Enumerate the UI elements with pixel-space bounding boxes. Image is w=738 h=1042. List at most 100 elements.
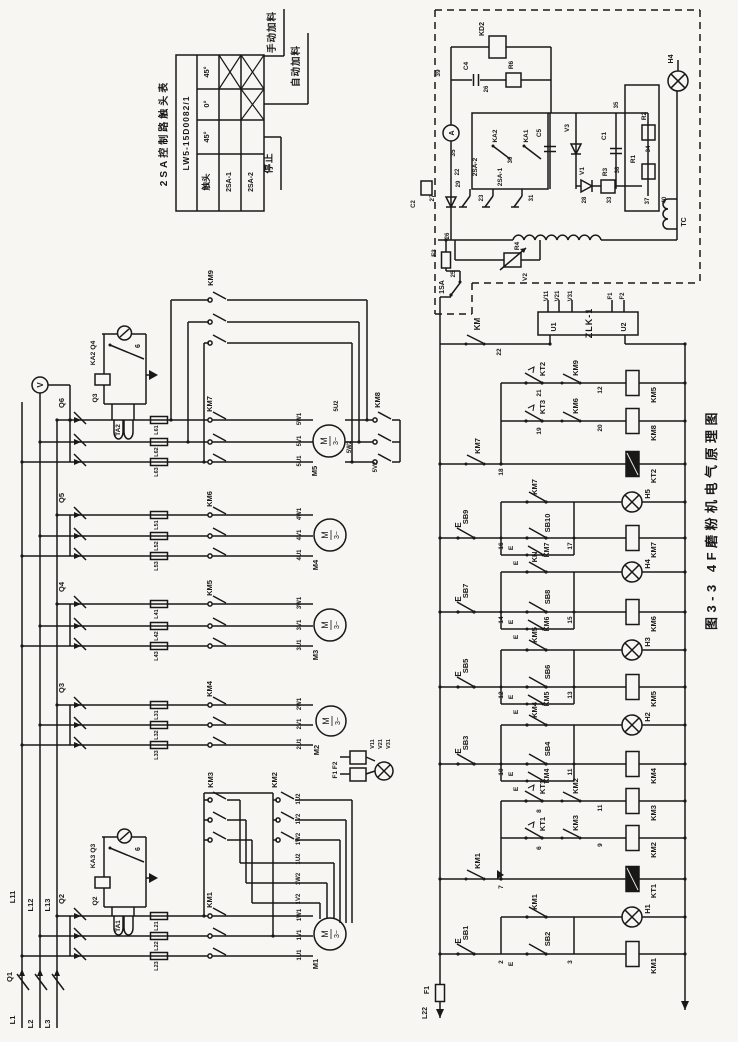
svg-text:3~: 3~: [334, 531, 341, 539]
svg-text:M4: M4: [311, 559, 320, 570]
svg-text:2SA控制路触头表: 2SA控制路触头表: [157, 80, 170, 186]
svg-text:L3: L3: [43, 1020, 52, 1029]
svg-text:停止: 停止: [263, 152, 275, 173]
svg-text:触头: 触头: [201, 173, 211, 192]
svg-text:KM5: KM5: [649, 387, 658, 403]
svg-text:H4: H4: [668, 54, 675, 63]
svg-text:L62: L62: [154, 447, 160, 456]
svg-text:L63: L63: [154, 467, 160, 476]
svg-text:M: M: [320, 930, 330, 938]
svg-text:2SA-1: 2SA-1: [497, 167, 504, 186]
svg-text:SB2: SB2: [543, 932, 552, 947]
svg-text:5U1: 5U1: [297, 455, 303, 467]
svg-text:L32: L32: [154, 730, 160, 739]
svg-text:1W1: 1W1: [297, 908, 303, 921]
svg-text:L43: L43: [154, 651, 160, 660]
svg-text:Q6: Q6: [57, 398, 66, 408]
svg-text:4V1: 4V1: [297, 529, 303, 540]
svg-text:30: 30: [508, 156, 514, 163]
svg-text:27: 27: [429, 194, 436, 202]
svg-text:SB6: SB6: [543, 665, 552, 680]
svg-text:37: 37: [645, 197, 651, 204]
svg-text:V2: V2: [522, 273, 529, 281]
svg-text:R3: R3: [602, 167, 609, 176]
svg-text:V21: V21: [378, 739, 384, 749]
svg-text:45°: 45°: [202, 66, 211, 77]
svg-text:3: 3: [567, 960, 574, 964]
svg-text:29: 29: [456, 180, 462, 187]
svg-text:C4: C4: [463, 61, 470, 70]
svg-text:L12: L12: [26, 899, 35, 912]
svg-text:V11: V11: [370, 739, 376, 748]
svg-text:KM6: KM6: [649, 616, 658, 632]
svg-text:1V1: 1V1: [297, 929, 303, 940]
svg-text:V31: V31: [386, 739, 392, 749]
svg-text:L42: L42: [154, 631, 160, 640]
svg-text:KM7: KM7: [473, 438, 482, 454]
svg-text:KM7: KM7: [205, 396, 214, 412]
svg-text:M: M: [321, 717, 331, 725]
svg-text:KN: KN: [530, 552, 539, 563]
svg-text:H3: H3: [643, 637, 652, 647]
svg-text:9: 9: [597, 843, 604, 847]
svg-text:L33: L33: [154, 750, 160, 759]
svg-text:5W1: 5W1: [297, 412, 303, 425]
svg-text:Q2: Q2: [57, 894, 66, 904]
svg-text:KM5: KM5: [649, 691, 658, 707]
svg-text:E: E: [508, 771, 515, 776]
svg-text:4W1: 4W1: [297, 507, 303, 520]
svg-text:L51: L51: [154, 520, 160, 529]
svg-text:3~: 3~: [335, 717, 342, 725]
svg-text:22: 22: [496, 348, 503, 356]
svg-text:31: 31: [529, 194, 535, 201]
svg-text:L31: L31: [154, 710, 160, 719]
svg-text:45°: 45°: [202, 131, 211, 142]
svg-text:KA1: KA1: [523, 129, 530, 142]
svg-text:1W2: 1W2: [296, 872, 302, 885]
svg-text:M: M: [319, 437, 329, 445]
svg-text:Q4: Q4: [57, 581, 66, 592]
svg-text:2W1: 2W1: [297, 697, 303, 710]
svg-text:E: E: [508, 961, 515, 966]
svg-text:E: E: [454, 671, 463, 677]
svg-text:R1: R1: [630, 154, 637, 163]
svg-text:KM7: KM7: [649, 542, 658, 558]
svg-text:TA1: TA1: [115, 920, 122, 932]
svg-text:2: 2: [498, 960, 505, 964]
svg-text:7: 7: [498, 885, 505, 889]
svg-text:KM7: KM7: [544, 543, 551, 558]
svg-text:L61: L61: [154, 425, 160, 434]
svg-text:KT1: KT1: [538, 780, 547, 794]
svg-text:M3: M3: [311, 650, 320, 660]
svg-text:SB5: SB5: [461, 659, 470, 674]
svg-text:V3: V3: [564, 124, 571, 132]
svg-text:33: 33: [607, 196, 613, 203]
svg-text:12: 12: [597, 386, 604, 394]
svg-text:KM6: KM6: [544, 617, 551, 632]
svg-text:M5: M5: [310, 466, 319, 476]
svg-text:F1 F2: F1 F2: [332, 761, 339, 778]
svg-text:KT1: KT1: [649, 884, 658, 898]
svg-text:C5: C5: [536, 128, 543, 137]
svg-text:34: 34: [646, 145, 652, 152]
svg-text:R6: R6: [508, 60, 515, 69]
svg-text:KM2: KM2: [649, 842, 658, 858]
svg-text:35: 35: [450, 149, 457, 157]
svg-text:L53: L53: [154, 561, 160, 570]
svg-text:F1: F1: [424, 986, 431, 994]
svg-text:KA2: KA2: [492, 129, 499, 142]
svg-text:KM6: KM6: [571, 398, 580, 414]
svg-text:E: E: [508, 694, 515, 699]
svg-text:KT1: KT1: [538, 817, 547, 831]
svg-text:C1: C1: [601, 131, 608, 140]
svg-text:2SA-1: 2SA-1: [226, 172, 233, 192]
svg-text:L22: L22: [422, 1007, 429, 1019]
svg-text:KM9: KM9: [206, 270, 215, 286]
svg-text:M: M: [320, 531, 330, 539]
svg-text:KD2: KD2: [479, 22, 486, 36]
svg-text:E: E: [513, 634, 520, 639]
svg-text:KM4: KM4: [649, 767, 658, 784]
svg-text:15: 15: [567, 616, 574, 624]
svg-text:E: E: [454, 522, 463, 528]
svg-text:0°: 0°: [202, 100, 211, 107]
